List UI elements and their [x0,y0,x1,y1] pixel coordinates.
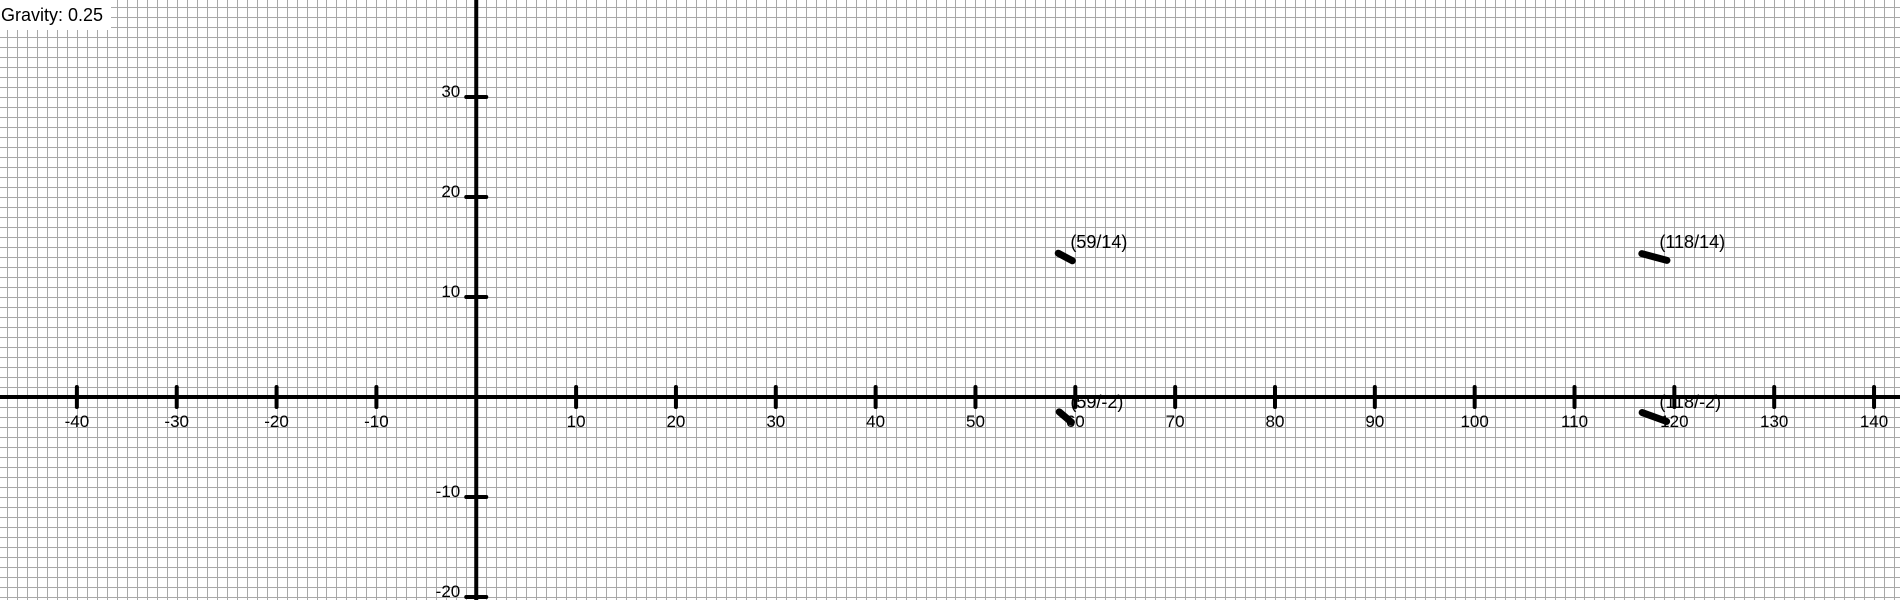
point-marker [1054,249,1076,265]
x-tick-label: -10 [364,412,389,431]
x-tick-label: 140 [1860,412,1888,431]
x-tick-label: 90 [1365,412,1384,431]
x-tick-label: 110 [1561,412,1588,431]
x-tick-label: -20 [264,412,289,431]
point-label: (118/-2) [1659,392,1721,412]
point-label: (118/14) [1659,232,1725,252]
point-marker [1638,409,1671,425]
x-tick-label: 20 [666,412,685,431]
y-tick-label: -20 [436,582,461,600]
point-label: (59/14) [1070,232,1127,252]
x-tick-label: 70 [1166,412,1185,431]
x-tick-label: 10 [567,412,586,431]
x-tick-label: 60 [1066,412,1085,431]
point-label: (59/-2) [1070,392,1123,412]
x-tick-label: 80 [1266,412,1285,431]
x-tick-label: -40 [65,412,90,431]
point-marker [1638,250,1671,264]
x-tick-label: 40 [866,412,885,431]
x-tick-label: -30 [164,412,189,431]
x-tick-label: 130 [1760,412,1788,431]
x-tick-label: 100 [1460,412,1488,431]
y-tick-label: 30 [441,82,460,101]
x-tick-label: 50 [966,412,985,431]
x-tick-label: 120 [1660,412,1688,431]
x-tick-label: 30 [766,412,785,431]
y-tick-label: 20 [441,182,460,201]
y-tick-label: -10 [436,482,461,501]
gravity-readout: Gravity: 0.25 [0,0,112,30]
y-tick-label: 10 [441,282,460,301]
points: (59/14) (59/-2) (118/14) (118/-2) [1054,232,1725,426]
point-marker [1055,408,1075,426]
